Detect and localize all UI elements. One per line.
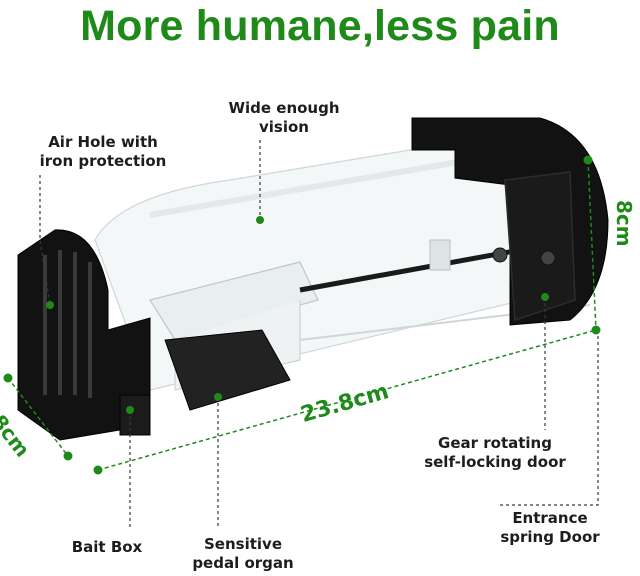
dimension-dots [3,155,601,475]
tube-highlight [149,157,471,218]
pedal-mechanism [149,261,319,341]
headline: More humane,less pain [80,2,560,50]
air-hole-line2: iron protection [39,152,167,170]
air-hole-grille [43,250,92,398]
entrance-door [504,171,576,322]
wide-vision-line2: vision [259,118,309,136]
entrance-line2: spring Door [500,528,600,546]
air-hole-label: Air Hole with iron protection [28,133,178,171]
height-dimension: 8cm [612,200,636,247]
entrance-line1: Entrance [512,509,588,527]
pedal-label: Sensitive pedal organ [183,535,303,573]
gear-line1: Gear rotating [438,434,552,452]
pedal-line1: Sensitive [204,535,282,553]
dimension-lines [7,159,597,471]
wide-vision-label: Wide enough vision [214,99,354,137]
gear-line2: self-locking door [424,453,566,471]
gear-label: Gear rotating self-locking door [410,434,580,472]
air-hole-line1: Air Hole with [48,133,158,151]
wide-vision-line1: Wide enough [228,99,340,117]
bait-box [119,394,151,436]
pedal-line2: pedal organ [192,554,294,572]
bait-box-label: Bait Box [71,538,143,556]
trigger-rod [299,247,521,293]
gear-icon [492,247,508,263]
entrance-label: Entrance spring Door [490,509,610,547]
leader-lines [39,140,599,530]
pedal-base [164,329,291,411]
